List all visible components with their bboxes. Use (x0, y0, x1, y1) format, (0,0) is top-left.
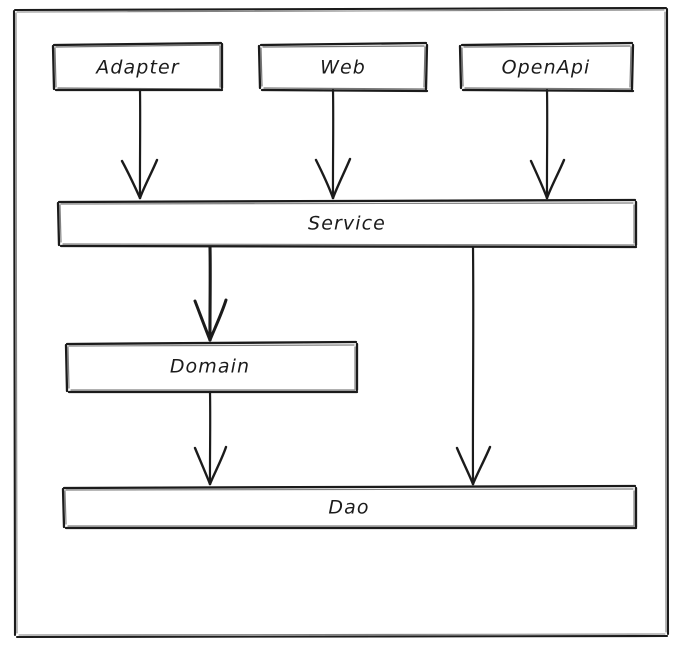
edge-domain-to-dao (193, 390, 228, 486)
node-dao[interactable]: Dao (61, 484, 638, 530)
edge-service-to-dao (455, 245, 492, 486)
outer-frame (12, 6, 670, 639)
node-label-dao: Dao (328, 497, 369, 519)
node-openapi[interactable]: OpenApi (458, 41, 635, 93)
node-label-adapter: Adapter (94, 57, 180, 79)
edge-adapter-to-service (120, 88, 159, 200)
node-label-domain: Domain (170, 356, 250, 378)
edge-web-to-service (314, 88, 352, 200)
node-web[interactable]: Web (257, 41, 429, 93)
node-label-openapi: OpenApi (502, 57, 591, 79)
node-service[interactable]: Service (56, 198, 638, 249)
node-domain[interactable]: Domain (64, 340, 359, 394)
node-adapter[interactable]: Adapter (51, 41, 224, 92)
node-label-service: Service (308, 213, 386, 235)
node-label-web: Web (320, 57, 366, 79)
edge-service-to-domain (193, 245, 228, 342)
edge-openapi-to-service (529, 88, 566, 200)
